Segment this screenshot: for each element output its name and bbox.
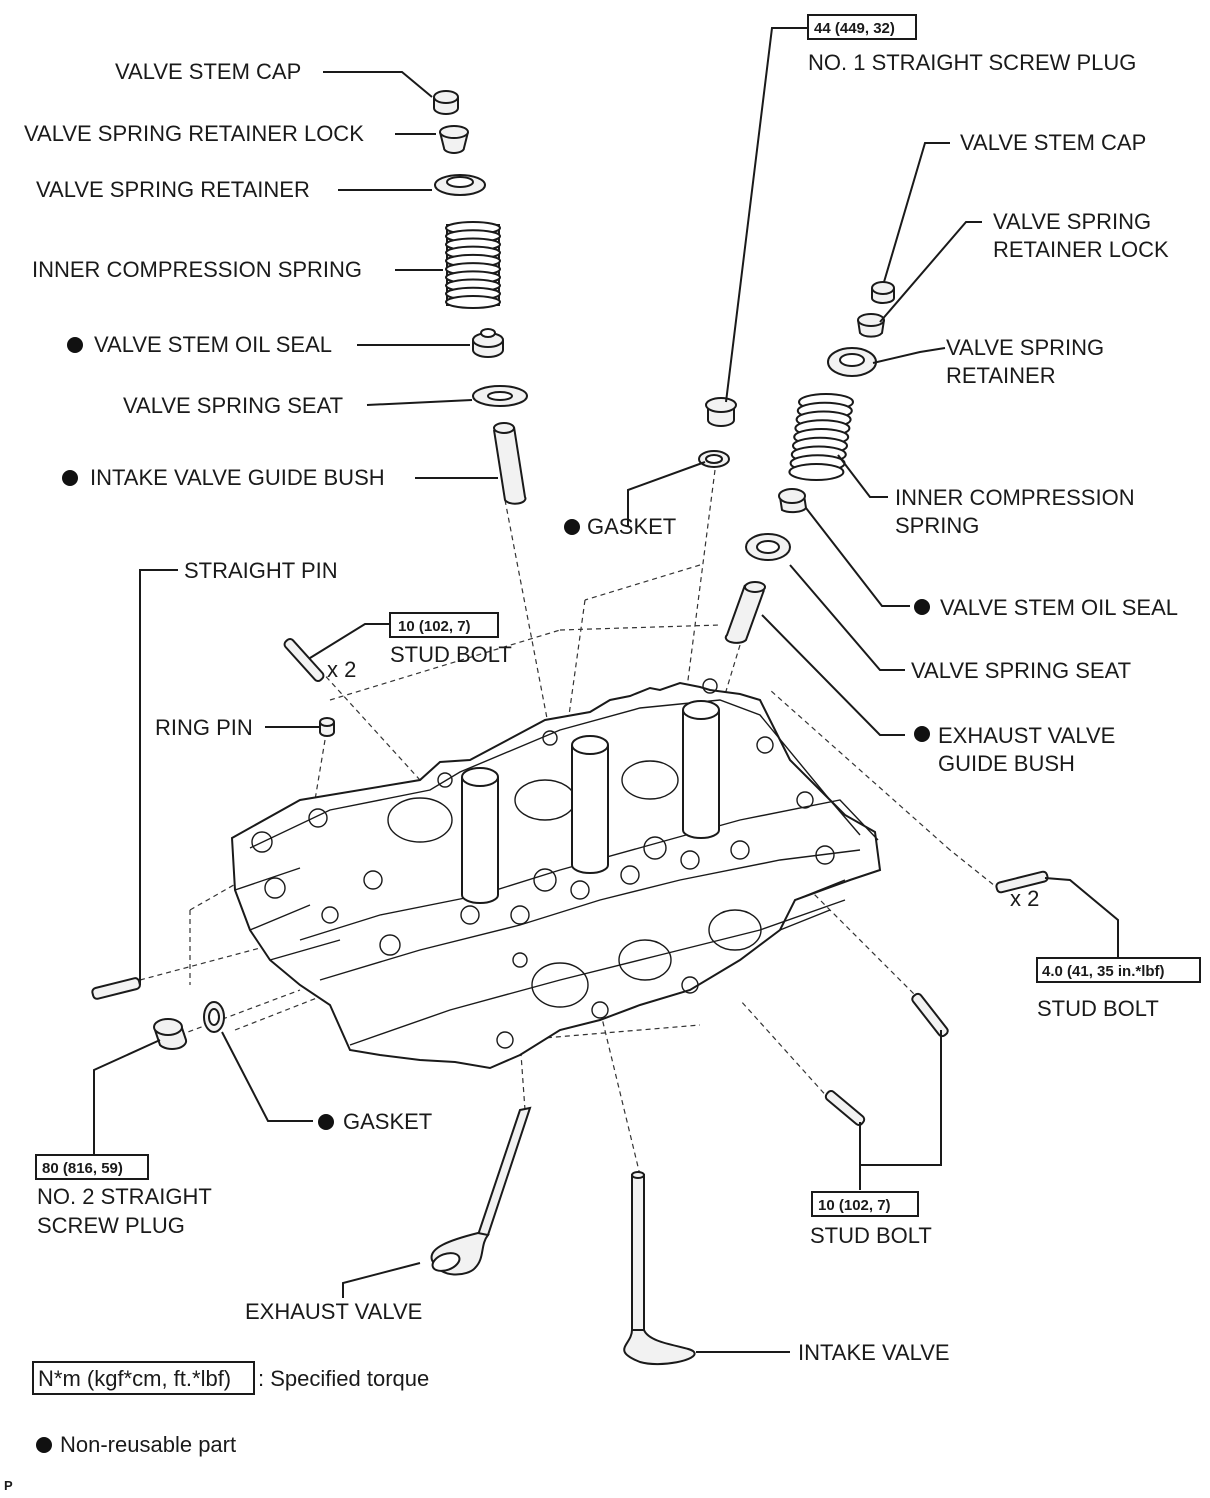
label-exhaust-valve-guide-bush-2: GUIDE BUSH [938, 751, 1075, 776]
label-valve-stem-cap-left: VALVE STEM CAP [115, 59, 301, 84]
nonreusable-dot [564, 519, 580, 535]
svg-text:10 (102, 7): 10 (102, 7) [818, 1197, 891, 1214]
legend-torque-unit: N*m (kgf*cm, ft.*lbf) [38, 1366, 231, 1391]
legend: N*m (kgf*cm, ft.*lbf) : Specified torque… [32, 1361, 429, 1457]
ring-pin-part [319, 717, 335, 737]
label-stud-bolt-top: STUD BOLT [390, 642, 512, 667]
label-valve-stem-oil-seal-right: VALVE STEM OIL SEAL [940, 595, 1178, 620]
valve-stem-cap-right [871, 281, 895, 304]
label-valve-spring-retainer-lock-left: VALVE SPRING RETAINER LOCK [24, 121, 364, 146]
label-no2-straight-screw-plug-1: NO. 2 STRAIGHT [37, 1184, 212, 1209]
label-inner-compression-spring-right-1: INNER COMPRESSION [895, 485, 1135, 510]
alignment-lines [139, 469, 1001, 1176]
torque-box-no1-plug: 44 (449, 32) [807, 14, 917, 40]
torque-box-stud-bolt-right: 4.0 (41, 35 in.*lbf) [1036, 957, 1201, 983]
label-valve-spring-retainer-right-1: VALVE SPRING [946, 335, 1104, 360]
exhaust-valve-part [430, 1106, 532, 1276]
label-x2-top: x 2 [327, 657, 356, 682]
spring-coil [788, 463, 845, 481]
stud-bolt-top-part [283, 637, 325, 683]
label-intake-valve: INTAKE VALVE [798, 1340, 950, 1365]
legend-nonreusable: Non-reusable part [60, 1432, 236, 1457]
valve-spring-seat-right [745, 533, 791, 561]
svg-text:80 (816, 59): 80 (816, 59) [42, 1160, 123, 1177]
part-labels: VALVE STEM CAP VALVE SPRING RETAINER LOC… [24, 50, 1178, 1365]
label-valve-spring-seat-right: VALVE SPRING SEAT [911, 658, 1131, 683]
svg-text:44 (449, 32): 44 (449, 32) [814, 20, 895, 37]
label-exhaust-valve-guide-bush-1: EXHAUST VALVE [938, 723, 1115, 748]
label-no2-straight-screw-plug-2: SCREW PLUG [37, 1213, 185, 1238]
nonreusable-dot [914, 599, 930, 615]
svg-text:4.0 (41, 35 in.*lbf): 4.0 (41, 35 in.*lbf) [1042, 963, 1165, 980]
label-ring-pin: RING PIN [155, 715, 253, 740]
valve-stem-oil-seal-left [472, 328, 504, 358]
exhaust-valve-guide-bush-part [724, 581, 766, 644]
label-valve-spring-retainer-left: VALVE SPRING RETAINER [36, 177, 310, 202]
nonreusable-dot [67, 337, 83, 353]
label-valve-stem-oil-seal-left: VALVE STEM OIL SEAL [94, 332, 332, 357]
svg-text:10 (102, 7): 10 (102, 7) [398, 618, 471, 635]
label-valve-spring-retainer-lock-right-2: RETAINER LOCK [993, 237, 1169, 262]
label-gasket-bottom: GASKET [343, 1109, 432, 1134]
label-straight-pin: STRAIGHT PIN [184, 558, 338, 583]
intake-valve-part [623, 1171, 696, 1366]
no1-straight-screw-plug-part [705, 397, 737, 427]
cylinder-head [230, 678, 882, 1070]
inner-compression-spring-right [788, 393, 854, 481]
torque-box-stud-bolt-top: 10 (102, 7) [389, 612, 499, 638]
label-intake-valve-guide-bush: INTAKE VALVE GUIDE BUSH [90, 465, 385, 490]
corner-code: P [4, 1478, 13, 1493]
valve-spring-retainer-lock-right [857, 313, 885, 338]
valve-spring-retainer-left [434, 174, 486, 196]
stud-bolt-bottom-part-1 [911, 992, 949, 1038]
valve-spring-retainer-lock-left [439, 125, 469, 154]
valve-guide-tower [461, 767, 499, 904]
torque-box-no2-plug: 80 (816, 59) [35, 1154, 149, 1180]
valve-guide-tower [571, 735, 609, 874]
legend-torque-desc: : Specified torque [258, 1366, 429, 1391]
spring-coil [445, 295, 501, 309]
label-inner-compression-spring-right-2: SPRING [895, 513, 979, 538]
label-gasket-top: GASKET [587, 514, 676, 539]
torque-box-stud-bolt-bottom: 10 (102, 7) [811, 1191, 919, 1217]
no2-straight-screw-plug-part [153, 1018, 188, 1050]
label-valve-spring-retainer-right-2: RETAINER [946, 363, 1056, 388]
straight-pin-part [91, 977, 141, 1000]
label-stud-bolt-bottom: STUD BOLT [810, 1223, 932, 1248]
label-stud-bolt-right: STUD BOLT [1037, 996, 1159, 1021]
valve-spring-seat-left [472, 385, 528, 407]
label-exhaust-valve: EXHAUST VALVE [245, 1299, 422, 1324]
label-inner-compression-spring-left: INNER COMPRESSION SPRING [32, 257, 362, 282]
label-valve-stem-cap-right: VALVE STEM CAP [960, 130, 1146, 155]
inner-compression-spring-left [445, 221, 501, 309]
valve-stem-oil-seal-right [778, 488, 808, 514]
stud-bolt-right-part [995, 870, 1049, 894]
nonreusable-dot [914, 726, 930, 742]
valve-guide-tower [682, 700, 720, 839]
label-valve-spring-seat-left: VALVE SPRING SEAT [123, 393, 343, 418]
legend-dot [36, 1437, 52, 1453]
valve-spring-retainer-right [827, 347, 877, 377]
nonreusable-markers [36, 337, 930, 1453]
leader-lines [93, 27, 1119, 1353]
nonreusable-dot [62, 470, 78, 486]
gasket-bottom-part [203, 1001, 225, 1033]
label-valve-spring-retainer-lock-right-1: VALVE SPRING [993, 209, 1151, 234]
valve-stem-cap-left [433, 90, 459, 115]
label-no1-straight-screw-plug: NO. 1 STRAIGHT SCREW PLUG [808, 50, 1136, 75]
stud-bolt-bottom-part-2 [824, 1090, 866, 1126]
label-x2-right: x 2 [1010, 886, 1039, 911]
gasket-top-part [698, 450, 730, 468]
nonreusable-dot [318, 1114, 334, 1130]
legend-torque-box [32, 1361, 255, 1395]
intake-valve-guide-bush-part [493, 422, 527, 505]
